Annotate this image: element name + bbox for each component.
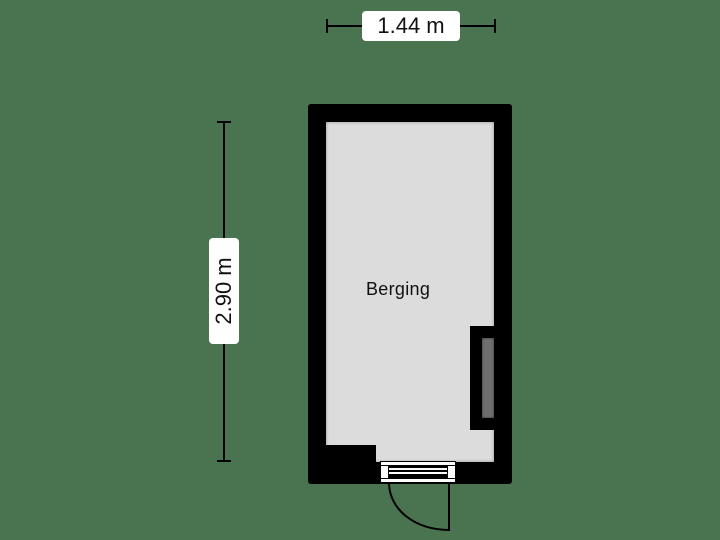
room-floor-berging bbox=[326, 122, 494, 462]
width-dimension-label: 1.44 m bbox=[362, 11, 460, 41]
height-dimension-label-box: 2.90 m bbox=[209, 238, 239, 344]
width-dimension-tick-left bbox=[326, 19, 328, 33]
room-label-berging: Berging bbox=[366, 279, 431, 299]
door-threshold-2 bbox=[388, 471, 448, 475]
width-dimension: 1.44 m bbox=[326, 11, 496, 41]
height-dimension-tick-top bbox=[217, 121, 231, 123]
door-threshold-1 bbox=[388, 467, 448, 471]
height-dimension-label: 2.90 m bbox=[211, 257, 236, 325]
door-frame-top bbox=[380, 461, 456, 466]
door-frame-bottom bbox=[380, 478, 456, 483]
door-swing-icon bbox=[388, 483, 451, 531]
width-dimension-tick-right bbox=[494, 19, 496, 33]
wall-block-bottom-left bbox=[326, 445, 376, 465]
door-opening bbox=[380, 461, 456, 484]
height-dimension: 2.90 m bbox=[209, 121, 239, 462]
door-frame-right bbox=[447, 465, 456, 479]
fixture-radiator bbox=[482, 338, 494, 418]
height-dimension-tick-bottom bbox=[217, 460, 231, 462]
